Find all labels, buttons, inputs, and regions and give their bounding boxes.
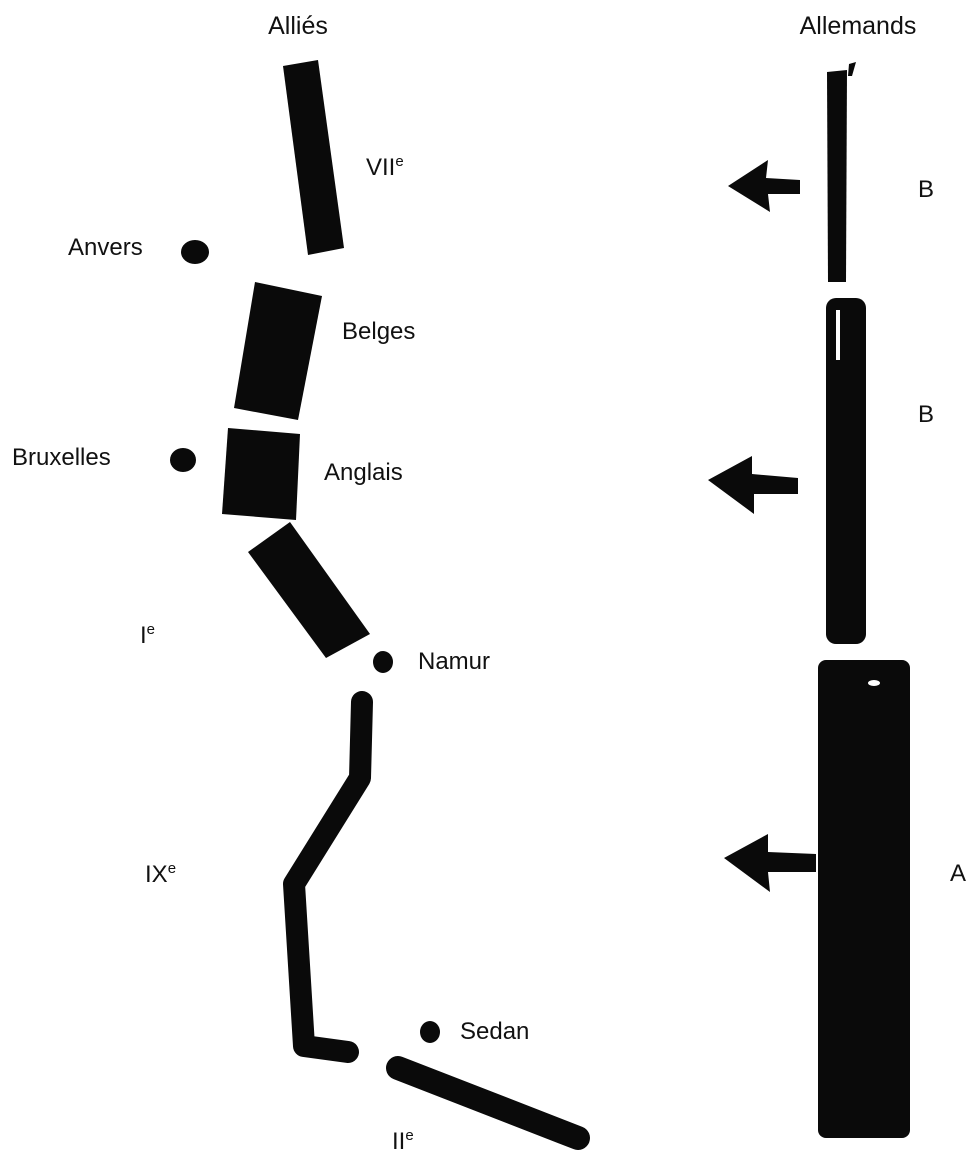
allies-header: Alliés [268,12,328,40]
bar-highlight [836,310,840,360]
germans-header: Allemands [799,12,917,40]
anvers-marker [181,240,209,264]
unit-label-ninth-army: IXe [145,860,177,888]
unit-label-second-army: IIe [392,1127,414,1155]
first-army-block [248,522,370,658]
city-label-bruxelles: Bruxelles [12,444,111,471]
unit-label-belgians: Belges [342,318,416,345]
german-group-b-upper-tick [848,62,856,76]
unit-label-british: Anglais [324,459,403,486]
city-label-anvers: Anvers [68,234,143,261]
british-army-block [222,428,300,520]
bar-highlight [868,680,880,686]
unit-label-first-army: Ie [140,621,156,649]
german-group-a-bar [818,660,910,1138]
seventh-army-block [283,60,344,255]
belgian-army-block [234,282,322,420]
arrow-left-icon [724,834,816,892]
german-group-b-upper-bar [827,70,847,282]
second-army-line [386,1056,590,1150]
german-group-b-middle-bar [826,298,866,644]
bruxelles-marker [170,448,196,472]
ninth-army-line [283,691,373,1063]
city-label-namur: Namur [418,648,491,675]
unit-label-seventh-army: VIIe [366,153,404,181]
arrow-left-icon [728,160,800,212]
group-label-b-middle: B [918,401,935,428]
sedan-marker [420,1021,440,1043]
group-label-b-upper: B [918,176,935,203]
group-label-a: A [950,860,967,887]
arrow-left-icon [708,456,798,514]
city-label-sedan: Sedan [460,1018,530,1045]
namur-marker [373,651,393,673]
